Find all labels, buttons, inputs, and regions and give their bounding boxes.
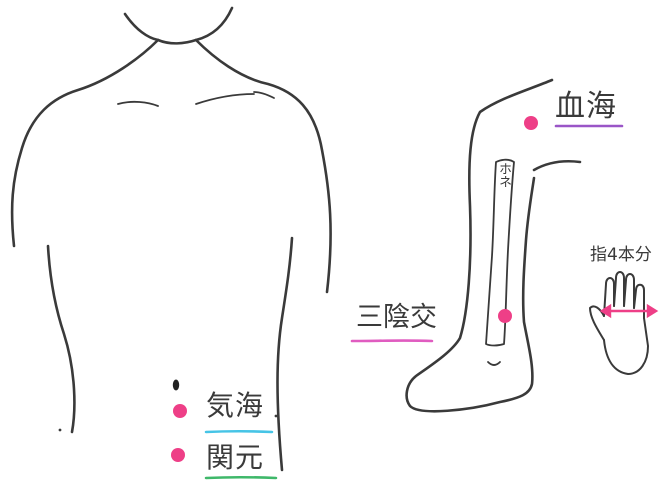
collarbone-right-end <box>254 92 274 98</box>
measure-arrow-head-right <box>648 306 656 316</box>
hand-finger-2 <box>614 272 624 306</box>
neck-right <box>196 8 232 40</box>
xuehai-label: 血海 <box>555 92 617 122</box>
tick-mark <box>275 415 278 418</box>
side-left <box>48 246 74 432</box>
hand-palm <box>604 318 648 374</box>
collarbone-left <box>118 102 158 106</box>
collarbone-right <box>196 94 254 104</box>
guanyuan-underline <box>206 477 276 478</box>
bone-label: ホネ <box>494 162 510 188</box>
qihai-label: 気海 <box>206 392 264 420</box>
guanyuan-label: 関元 <box>206 444 264 472</box>
navel-dot <box>173 380 179 391</box>
knee-line <box>534 161 580 170</box>
sanyinjiao-label: 三陰交 <box>356 304 437 331</box>
hand-finger-3 <box>624 274 634 308</box>
ankle-mark <box>488 362 500 365</box>
torso-outline <box>12 8 331 470</box>
finger-width-label: 指4本分 <box>590 247 652 264</box>
hand-finger-4 <box>634 285 644 318</box>
tick-mark <box>59 429 62 432</box>
qihai-point <box>173 404 187 418</box>
neck-left <box>125 14 158 40</box>
qihai-underline <box>206 431 272 432</box>
guanyuan-point <box>171 448 185 462</box>
xuehai-point <box>524 116 538 130</box>
measure-arrow <box>602 306 656 316</box>
side-right <box>278 238 293 470</box>
sanyinjiao-point <box>498 309 512 323</box>
hand-outline <box>590 272 648 374</box>
shoulder-right <box>196 40 331 292</box>
shoulder-left <box>12 40 158 246</box>
neck-base <box>158 40 196 43</box>
